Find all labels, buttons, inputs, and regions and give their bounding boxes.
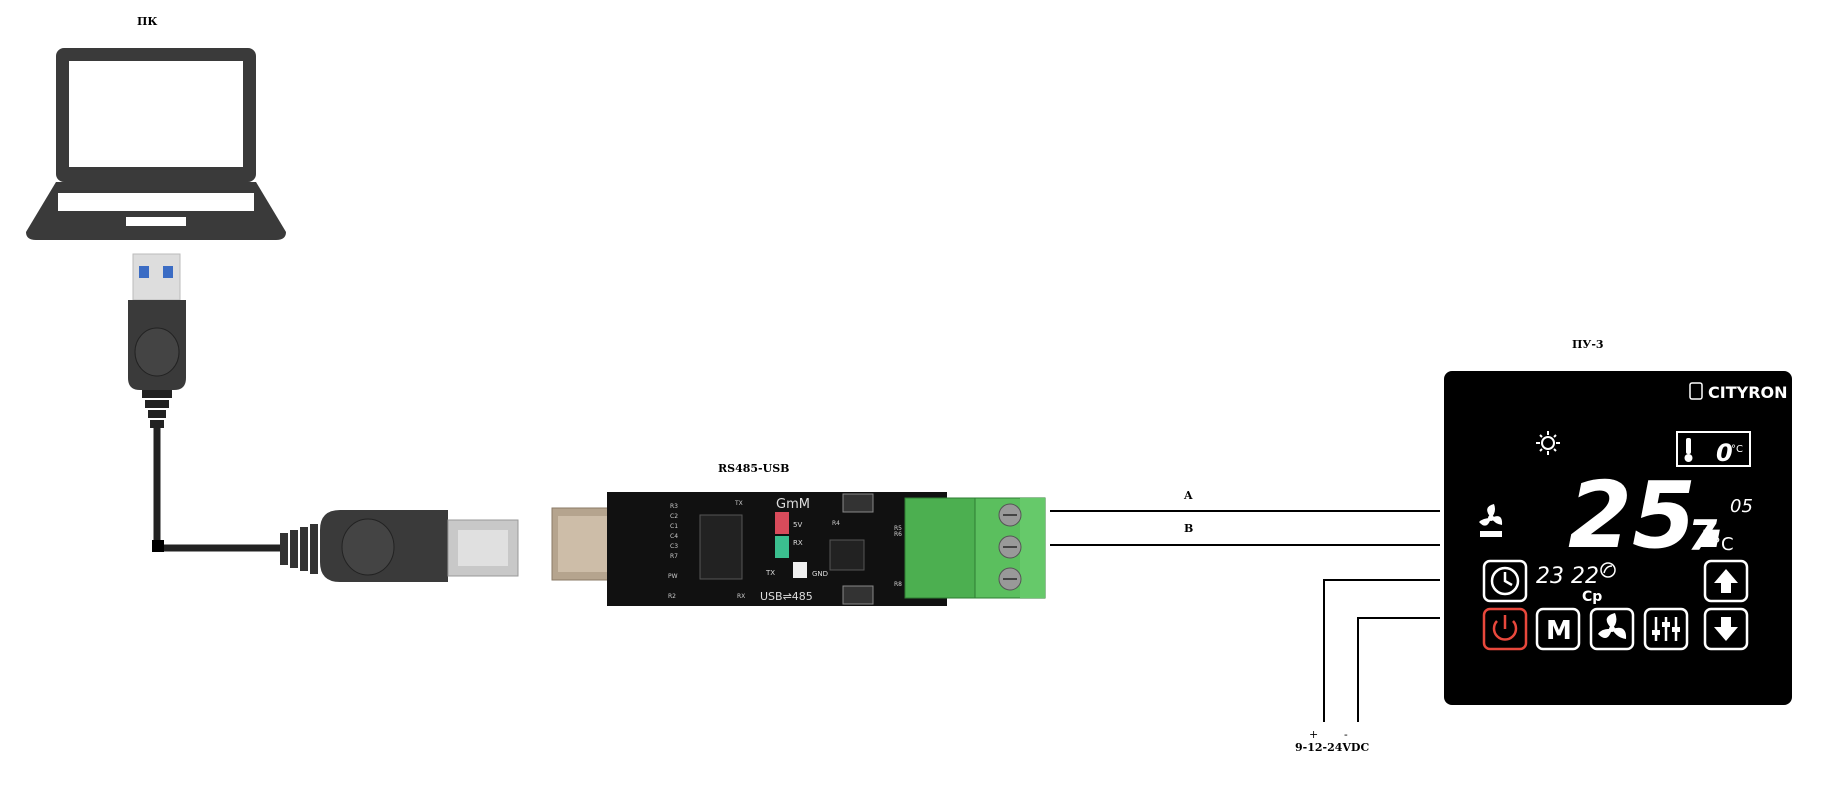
power-label: 9-12-24VDC — [1295, 741, 1370, 754]
terminal-block — [904, 497, 1046, 599]
pin-tx: TX — [765, 569, 775, 577]
clock-button[interactable] — [1482, 559, 1528, 603]
minus-label: - — [1344, 728, 1348, 741]
usb-a-plug-icon — [128, 253, 186, 428]
board-model: USB⇌485 — [760, 590, 813, 603]
fan-icon — [1598, 613, 1627, 639]
pin-rx: RX — [793, 539, 803, 547]
board-ref-label: C2 — [670, 513, 678, 520]
thermometer-icon — [1684, 438, 1693, 462]
setpoint-box — [1676, 431, 1751, 467]
board-ref-label: C1 — [670, 523, 678, 530]
mode-button-label: M — [1546, 616, 1572, 646]
temperature-decimal: 7 — [1688, 511, 1718, 560]
board-ref-label: RX — [737, 593, 745, 600]
board-ref-label: R2 — [668, 593, 676, 600]
thermostat-panel: CITYRON 0 °C 25. 7 °C 05 23 — [1444, 371, 1792, 705]
pin-gnd: GND — [812, 570, 828, 578]
board-ref-label: R7 — [670, 553, 678, 560]
board-ref-label: TX — [734, 500, 743, 507]
panel-brand: CITYRON — [1708, 383, 1788, 402]
panel-label: ПУ-3 — [1572, 338, 1604, 351]
board-ref-label: C4 — [670, 533, 678, 540]
day-label: Cp — [1582, 589, 1602, 605]
wire-b-label: B — [1184, 522, 1194, 535]
up-arrow-button[interactable] — [1703, 559, 1749, 603]
board-brand: GmM — [776, 497, 810, 512]
down-arrow-button[interactable] — [1703, 607, 1749, 651]
setpoint-unit: °C — [1731, 444, 1743, 455]
pin-5v: 5V — [793, 521, 802, 529]
fan-speed: 05 — [1730, 496, 1753, 517]
laptop-icon — [26, 48, 286, 240]
board-ref-label: R3 — [670, 503, 678, 510]
sun-icon — [1536, 431, 1560, 455]
setpoint-value: 0 — [1716, 439, 1733, 467]
rs485-usb-board: GmM USB⇌485 5V RX TX GND R3C2C1C4C3R7PWR… — [551, 492, 947, 606]
mode-button[interactable]: M — [1535, 607, 1581, 651]
time-display: 23 22 — [1536, 564, 1599, 589]
fan-button[interactable] — [1589, 607, 1635, 651]
board-ref-label: R8 — [894, 581, 902, 588]
temperature-unit: °C — [1712, 534, 1734, 555]
sliders-icon — [1652, 617, 1680, 641]
usb-b-plug-icon — [280, 510, 519, 582]
board-ref-label: PW — [668, 573, 678, 580]
converter-label: RS485-USB — [718, 462, 790, 475]
power-minus-wire — [1357, 617, 1440, 722]
pc-label: ПК — [137, 15, 158, 28]
board-ref-label: R5 — [894, 525, 902, 532]
settings-button[interactable] — [1643, 607, 1689, 651]
usb-cable — [153, 428, 280, 552]
board-ref-label: C3 — [670, 543, 678, 550]
fan-mode-icon — [1479, 504, 1503, 537]
wire-a-label: A — [1184, 489, 1193, 502]
power-button[interactable] — [1482, 607, 1528, 651]
leaf-icon — [1600, 562, 1616, 578]
board-ref-label: R6 — [894, 531, 902, 538]
plus-label: + — [1309, 728, 1319, 741]
power-plus-wire — [1323, 579, 1440, 722]
temperature-main: 25. — [1568, 462, 1731, 569]
board-ref-label: R4 — [832, 520, 840, 527]
